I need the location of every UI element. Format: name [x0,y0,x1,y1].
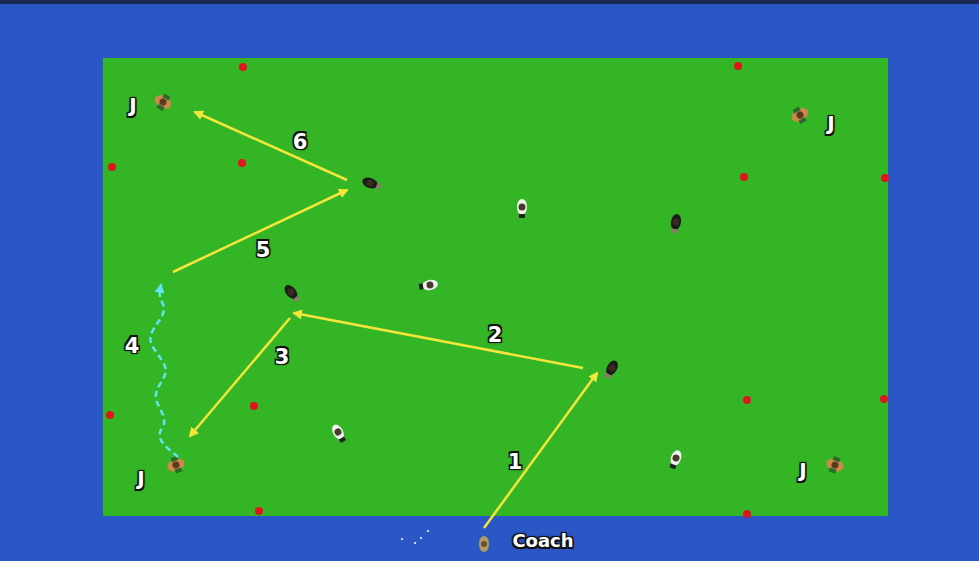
player-tag: J [137,468,144,488]
callout-number: 4 [125,336,140,357]
player-tag: J [129,95,136,115]
player-tag: J [827,113,834,133]
player-tag: J [799,460,806,480]
callout-number: 3 [275,347,290,368]
callout-number: 1 [508,452,523,473]
callout-number: 2 [488,325,503,346]
callout-number: 6 [293,132,308,153]
coach-label: Coach [512,532,573,550]
callout-number: 5 [256,240,271,261]
